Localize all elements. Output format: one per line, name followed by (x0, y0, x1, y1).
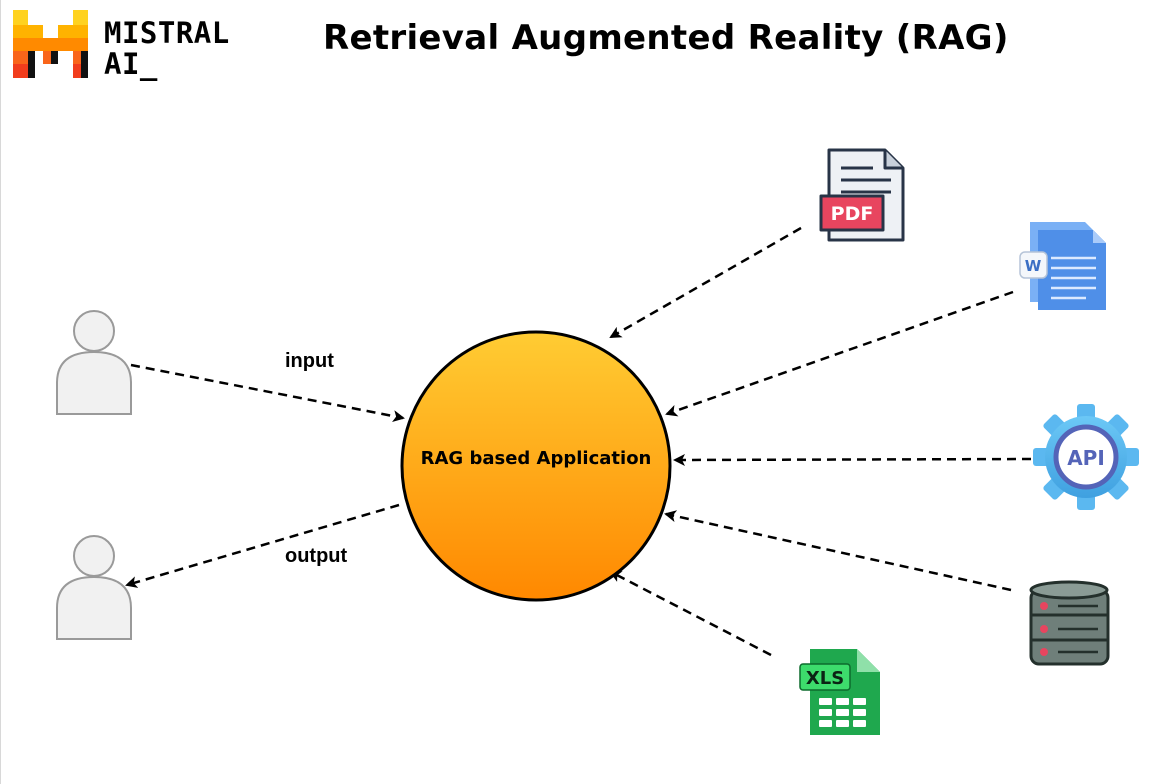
mistral-logo-icon (13, 10, 88, 78)
api-edge (673, 453, 1032, 466)
user-output-icon (56, 535, 132, 640)
input-edge (130, 363, 405, 422)
word-badge: W (1025, 257, 1042, 275)
word-file-icon: W (1019, 222, 1106, 310)
output-edge (125, 503, 400, 588)
logo-line-1: MISTRAL (104, 16, 230, 50)
xls-file-icon: XLS (799, 649, 880, 735)
rag-application-node[interactable] (400, 330, 672, 602)
mistral-logo-text: MISTRAL AI_ (104, 18, 230, 80)
database-edge (664, 510, 1012, 592)
output-label: output (285, 545, 348, 567)
pdf-badge: PDF (831, 203, 874, 225)
word-edge (665, 290, 1014, 417)
logo-line-2: AI_ (104, 47, 158, 81)
page-title: Retrieval Augmented Reality (RAG) (323, 18, 1009, 58)
api-badge: API (1067, 446, 1105, 470)
xls-edge (609, 570, 772, 657)
user-input-icon (56, 310, 132, 415)
input-label: input (285, 350, 334, 372)
pdf-edge (609, 226, 802, 339)
rag-application-label: RAG based Application (420, 448, 652, 469)
database-icon (1029, 580, 1110, 666)
api-gear-icon: API (1033, 404, 1139, 510)
xls-badge: XLS (806, 668, 844, 689)
pdf-file-icon: PDF (819, 148, 905, 242)
